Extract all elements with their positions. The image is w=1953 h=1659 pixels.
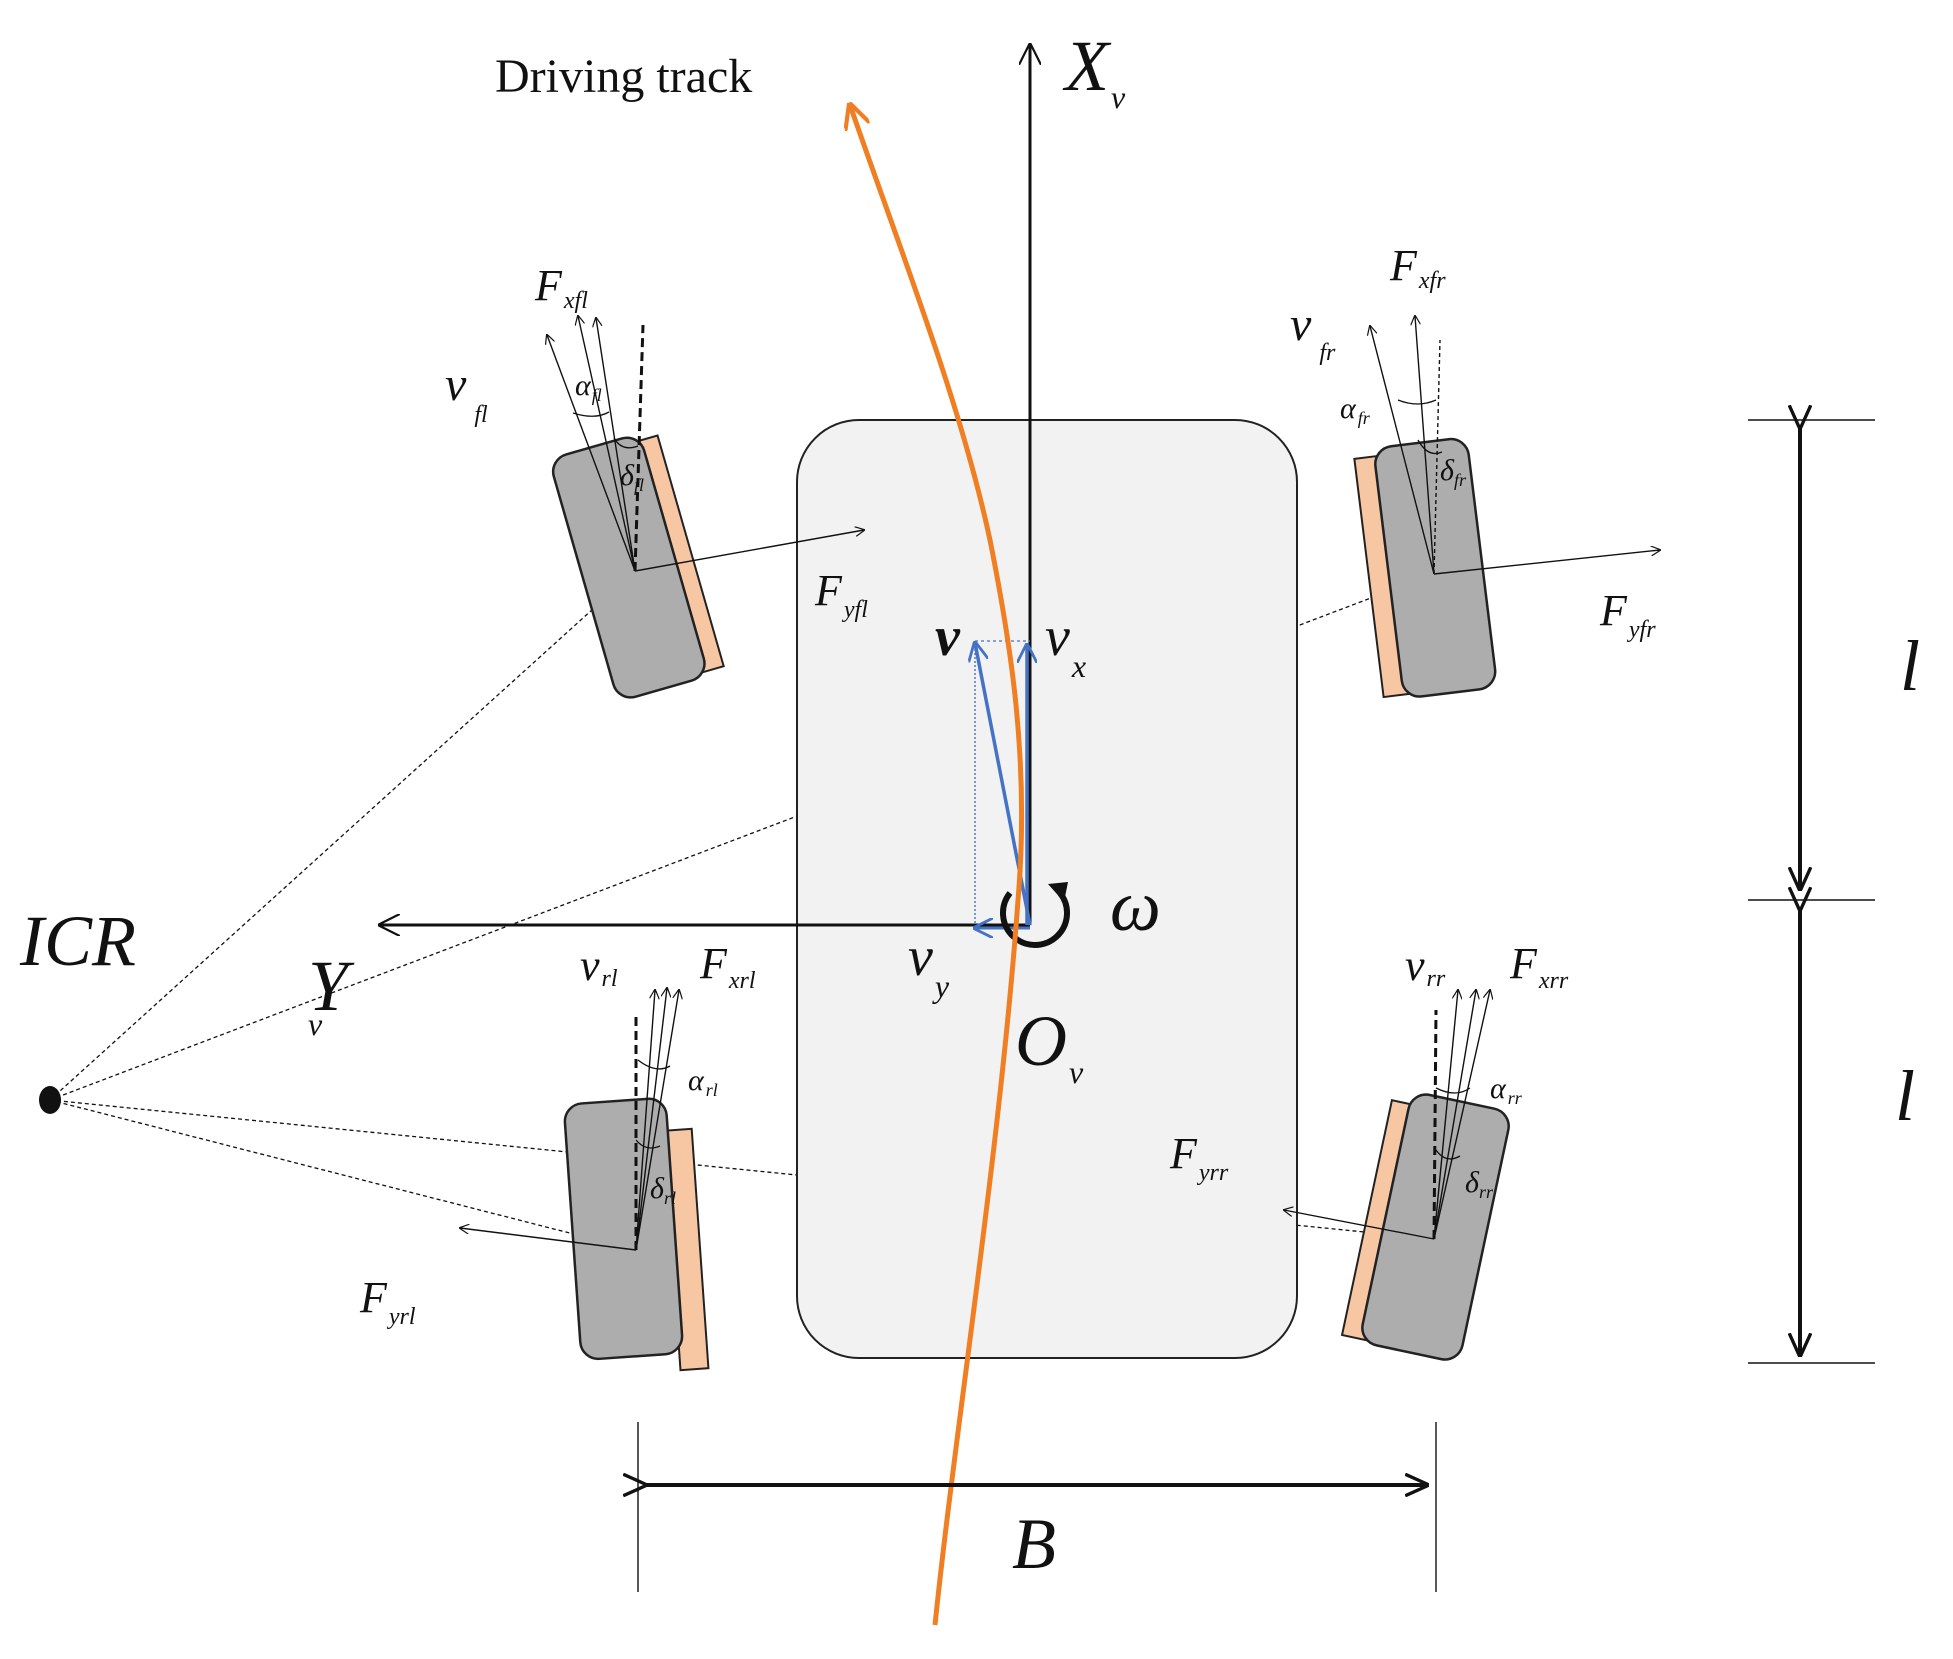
- alpha-fl-arc: [572, 411, 610, 417]
- delta-rr-label: δrr: [1465, 1166, 1494, 1202]
- v-rl-arrow: [635, 990, 655, 1251]
- fx-rr-arrow: [1433, 990, 1490, 1240]
- fx-rl-label: Fxrl: [699, 939, 756, 994]
- icr-label: ICR: [19, 901, 136, 981]
- omega-rotation-icon: [1000, 882, 1070, 948]
- delta-fr-arc: [1417, 439, 1443, 455]
- fx-rl-arrow-2: [635, 990, 679, 1251]
- delta-fl-label: δfl: [620, 459, 644, 495]
- wheel-front-right: [1353, 437, 1497, 699]
- vy-label: vy: [908, 926, 950, 1004]
- v-fr-arrow: [1370, 326, 1435, 575]
- wheel-tire: [563, 1097, 684, 1361]
- x-axis-label: Xv: [1062, 26, 1126, 115]
- v-rr-label: vrr: [1405, 941, 1446, 992]
- v-rr-arrow: [1433, 990, 1458, 1240]
- v-rl-label: vrl: [580, 941, 618, 992]
- vx-label: vx: [1045, 606, 1086, 684]
- fx-rr-arrow-2: [1433, 990, 1476, 1240]
- v-fl-arrow: [547, 335, 636, 572]
- l2-label: l: [1895, 1056, 1915, 1136]
- vehicle-body: [796, 419, 1298, 1359]
- wheel-vectors: [460, 316, 1660, 1251]
- dimension-lines: [638, 420, 1875, 1592]
- fx-rr-label: Fxrr: [1509, 939, 1569, 994]
- fy-rl-label: Fyrl: [359, 1273, 416, 1330]
- wheel-rear-right: [1340, 1093, 1510, 1361]
- fx-fl-label: Fxfl: [534, 261, 588, 314]
- fx-fr-arrow: [1415, 316, 1435, 575]
- delta-rr-arc: [1435, 1149, 1461, 1160]
- delta-rl-label: δrl: [650, 1172, 676, 1208]
- fy-rr-label: Fyrr: [1169, 1129, 1229, 1186]
- l1-label: l: [1900, 626, 1920, 706]
- alpha-rl-arc: [637, 1059, 671, 1070]
- fx-fl-arrow: [578, 316, 636, 572]
- delta-rl-arc: [635, 1139, 661, 1149]
- icr-point: [39, 1086, 61, 1114]
- v-label: v: [935, 606, 961, 668]
- omega-label: ω: [1110, 866, 1161, 946]
- origin-label: Ov: [1015, 1001, 1084, 1090]
- fx-rl-arrow: [635, 988, 667, 1251]
- fy-fr-arrow: [1433, 550, 1660, 575]
- fy-fr-label: Fyfr: [1599, 586, 1656, 643]
- wheel-rear-left: [563, 1097, 710, 1372]
- delta-fl-arc: [613, 437, 639, 449]
- fy-fl-arrow: [634, 530, 864, 572]
- fx-fr-label: Fxfr: [1389, 241, 1446, 294]
- wheel-heading-lines: [633, 324, 1441, 1250]
- delta-fr-label: δfr: [1440, 454, 1467, 490]
- fy-fl-label: Fyfl: [814, 566, 868, 623]
- y-axis-label: Yv: [308, 946, 355, 1042]
- v-fl-label: vfl: [445, 358, 488, 428]
- b-label: B: [1012, 1504, 1056, 1584]
- angle-arcs: [572, 399, 1471, 1160]
- alpha-fl-label: αfl: [575, 369, 602, 405]
- fy-rr-arrow: [1284, 1210, 1435, 1240]
- wheel-tire: [551, 436, 706, 699]
- fy-rl-arrow: [460, 1228, 637, 1251]
- fx-fl-arrow-2: [596, 318, 636, 572]
- driving-track: [850, 105, 1025, 1626]
- v-fr-label: vfr: [1290, 298, 1336, 366]
- wheel-front-left: [551, 434, 725, 699]
- alpha-rr-arc: [1435, 1087, 1471, 1094]
- alpha-fr-arc: [1397, 399, 1437, 405]
- driving-track-label: Driving track: [495, 50, 752, 103]
